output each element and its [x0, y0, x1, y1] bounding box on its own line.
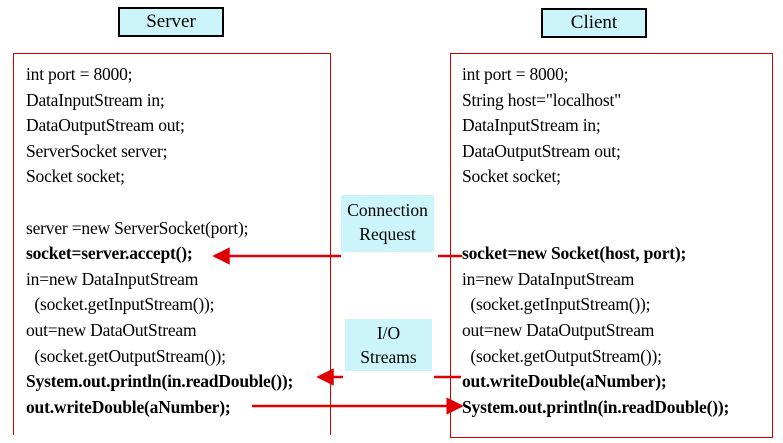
client-code-line: socket=new Socket(host, port);	[462, 243, 687, 264]
server-code-block: int port = 8000; DataInputStream in; Dat…	[26, 62, 293, 420]
server-code-line: in=new DataInputStream	[26, 268, 199, 289]
client-code-block: int port = 8000; String host="localhost"…	[462, 62, 729, 420]
client-code-line: (socket.getInputStream());	[462, 294, 651, 315]
server-code-line: server =new ServerSocket(port);	[26, 217, 249, 238]
connection-label-line1: Connection	[347, 200, 428, 220]
connection-label-line2: Request	[359, 224, 416, 244]
io-label-line1: I/O	[376, 323, 401, 343]
server-code-line: int port = 8000;	[26, 64, 133, 84]
server-code-line: ServerSocket server;	[26, 140, 168, 161]
client-title: Client	[541, 8, 647, 38]
server-code-line: out.writeDouble(aNumber);	[26, 396, 231, 417]
connection-request-label: Connection Request	[341, 195, 434, 252]
client-code-line: (socket.getOutputStream());	[462, 345, 662, 366]
client-code-line: Socket socket;	[462, 166, 561, 187]
client-code-line: DataInputStream in;	[462, 115, 601, 136]
server-code-line: Socket socket;	[26, 166, 125, 187]
io-streams-label: I/O Streams	[345, 319, 432, 371]
server-code-line: (socket.getInputStream());	[26, 294, 215, 315]
server-code-line: System.out.println(in.readDouble());	[26, 371, 294, 392]
server-code-line: out=new DataOutStream	[26, 319, 197, 340]
client-code-line: out.writeDouble(aNumber);	[462, 371, 667, 392]
client-code-line: DataOutputStream out;	[462, 140, 621, 161]
server-code-line: socket=server.accept();	[26, 243, 193, 264]
client-code-line: String host="localhost"	[462, 89, 622, 110]
server-code-line: DataInputStream in;	[26, 89, 165, 110]
server-code-line: DataOutputStream out;	[26, 115, 185, 136]
server-code-line: (socket.getOutputStream());	[26, 345, 226, 366]
client-code-line: System.out.println(in.readDouble());	[462, 396, 730, 417]
client-code-line: int port = 8000;	[462, 64, 569, 84]
client-code-line: out=new DataOutputStream	[462, 319, 655, 340]
server-panel	[13, 53, 331, 435]
client-code-line: in=new DataInputStream	[462, 268, 635, 289]
server-title: Server	[118, 7, 224, 37]
client-panel	[450, 53, 773, 438]
io-label-line2: Streams	[360, 347, 417, 367]
